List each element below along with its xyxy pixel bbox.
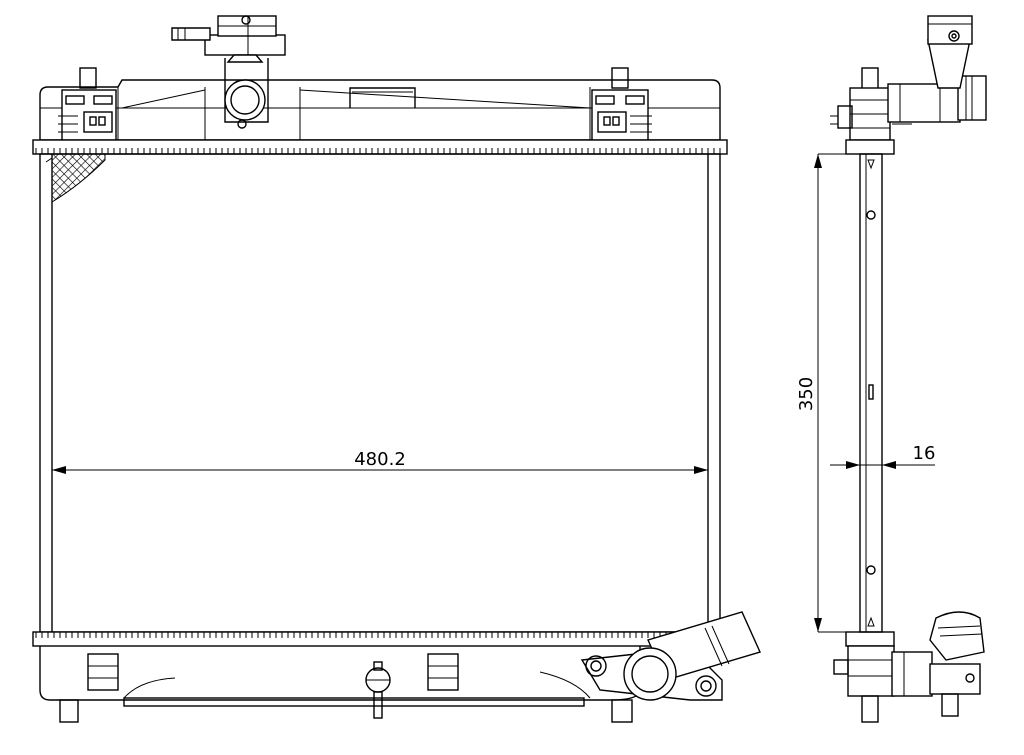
width-label: 480.2 (354, 449, 406, 470)
side-top-assembly (830, 15, 987, 141)
bottom-header-plate (32, 631, 728, 647)
depth-dimension (830, 461, 935, 469)
height-label: 350 (796, 377, 817, 411)
width-dimension (52, 466, 708, 474)
side-view: 350 16 (796, 15, 987, 723)
side-top-plate (845, 139, 895, 155)
bottom-tank (39, 646, 641, 723)
top-tank (39, 67, 721, 141)
side-bottom-plate (845, 631, 895, 647)
top-header-plate (32, 139, 728, 155)
outlet-pipe (580, 611, 761, 701)
filler-cap (171, 15, 286, 129)
radiator-core (39, 153, 721, 633)
depth-label: 16 (913, 443, 936, 464)
side-bottom-assembly (833, 611, 985, 723)
height-dimension (814, 153, 860, 633)
front-view: 480.2 (32, 15, 761, 723)
side-core (859, 153, 883, 633)
